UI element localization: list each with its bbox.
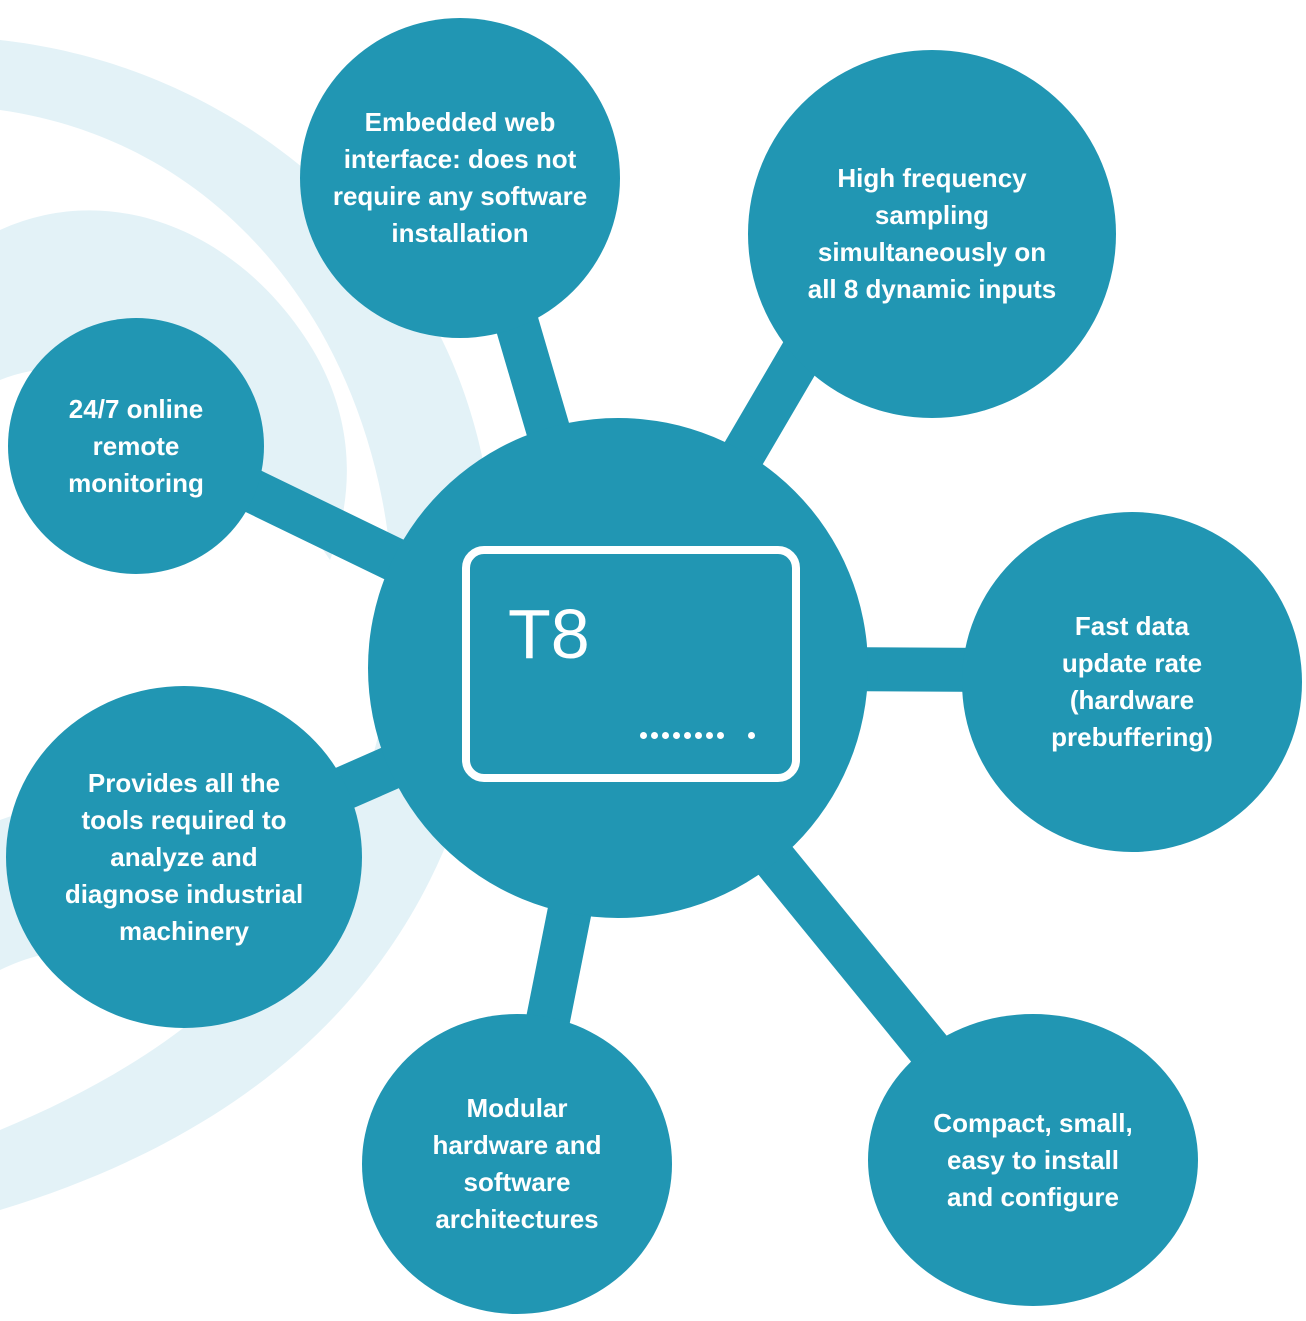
feature-label: 24/7 online remote monitoring: [68, 393, 204, 498]
device-icon: T8: [462, 546, 800, 782]
feature-node-sampling: High frequency sampling simultaneously o…: [748, 50, 1116, 418]
feature-label: High frequency sampling simultaneously o…: [807, 163, 1057, 304]
status-dot: [748, 732, 755, 739]
status-dot: [651, 732, 658, 739]
status-dot: [717, 732, 724, 739]
status-dot: [640, 732, 647, 739]
feature-label: Modular hardware and software architectu…: [432, 1093, 602, 1234]
feature-label: Fast data update rate (hardware prebuffe…: [1051, 611, 1213, 752]
feature-label: Compact, small, easy to install and conf…: [933, 1107, 1133, 1212]
feature-node-tools: Provides all the tools required to analy…: [6, 686, 362, 1028]
feature-node-update: Fast data update rate (hardware prebuffe…: [962, 512, 1302, 852]
feature-label: Provides all the tools required to analy…: [64, 767, 304, 946]
central-hub: [368, 418, 868, 918]
feature-label: Embedded web interface: does not require…: [332, 107, 588, 248]
background-swirl: [0, 40, 497, 1210]
status-dot: [662, 732, 669, 739]
status-dot: [684, 732, 691, 739]
status-dot: [706, 732, 713, 739]
feature-node-modular: Modular hardware and software architectu…: [362, 1014, 672, 1314]
device-status-dots: [640, 730, 780, 742]
feature-node-monitoring: 24/7 online remote monitoring: [8, 318, 264, 574]
device-label: T8: [508, 595, 590, 673]
feature-node-compact: Compact, small, easy to install and conf…: [868, 1014, 1198, 1306]
feature-node-web: Embedded web interface: does not require…: [300, 18, 620, 338]
status-dot: [695, 732, 702, 739]
status-dot: [673, 732, 680, 739]
